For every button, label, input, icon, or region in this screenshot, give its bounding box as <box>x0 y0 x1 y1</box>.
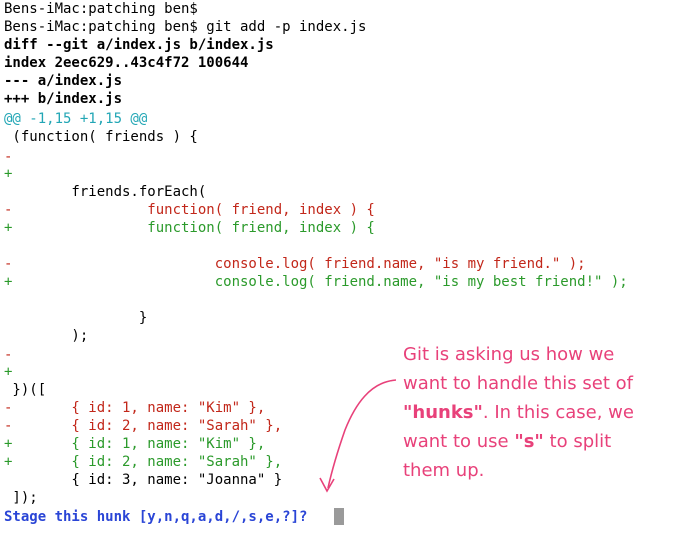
terminal-line: Bens-iMac:patching ben$ git add -p index… <box>4 19 367 35</box>
note-text: to split <box>543 431 612 452</box>
terminal-line: +++ b/index.js <box>4 91 123 107</box>
terminal-line: } <box>4 310 148 326</box>
terminal-line: ); <box>4 328 89 344</box>
removed-line: - console.log( friend.name, "is my frien… <box>4 256 586 272</box>
terminal-line: friends.forEach( <box>4 184 207 200</box>
added-line: + console.log( friend.name, "is my best … <box>4 274 628 290</box>
terminal-line: (function( friends ) { <box>4 129 198 145</box>
note-line: Git is asking us how we <box>403 344 615 365</box>
note-text: . In this case, we <box>482 402 634 423</box>
terminal-cursor[interactable] <box>334 508 344 525</box>
note-s-term: "s" <box>514 431 544 452</box>
terminal-line: { id: 3, name: "Joanna" } <box>4 472 283 488</box>
removed-line: - function( friend, index ) { <box>4 202 375 218</box>
added-line: + { id: 1, name: "Kim" }, <box>4 436 266 452</box>
terminal-line: index 2eec629..43c4f72 100644 <box>4 55 249 71</box>
added-line: + function( friend, index ) { <box>4 220 375 236</box>
arrow-head <box>319 477 335 493</box>
note-line: want to handle this set of <box>403 373 633 394</box>
note-line: want to use "s" to split <box>403 427 693 456</box>
note-hunks-term: "hunks" <box>403 402 483 423</box>
terminal-line: --- a/index.js <box>4 73 123 89</box>
arrow-curve <box>327 379 397 489</box>
added-line: + <box>4 166 13 182</box>
hunk-header: @@ -1,15 +1,15 @@ <box>4 111 148 127</box>
removed-line: - <box>4 149 13 165</box>
added-line: + { id: 2, name: "Sarah" }, <box>4 454 283 470</box>
removed-line: - <box>4 347 13 363</box>
note-line: "hunks". In this case, we <box>403 398 693 427</box>
terminal-line: ]); <box>4 490 38 506</box>
terminal-line: diff --git a/index.js b/index.js <box>4 37 274 53</box>
terminal-line: })([ <box>4 382 47 398</box>
terminal-line: Bens-iMac:patching ben$ <box>4 1 198 17</box>
note-line: them up. <box>403 460 485 481</box>
removed-line: - { id: 1, name: "Kim" }, <box>4 400 266 416</box>
added-line: + <box>4 364 13 380</box>
stage-hunk-prompt: Stage this hunk [y,n,q,a,d,/,s,e,?]? <box>4 509 308 525</box>
annotation-note: Git is asking us how we want to handle t… <box>403 340 693 485</box>
removed-line: - { id: 2, name: "Sarah" }, <box>4 418 283 434</box>
note-text: want to use <box>403 431 515 452</box>
